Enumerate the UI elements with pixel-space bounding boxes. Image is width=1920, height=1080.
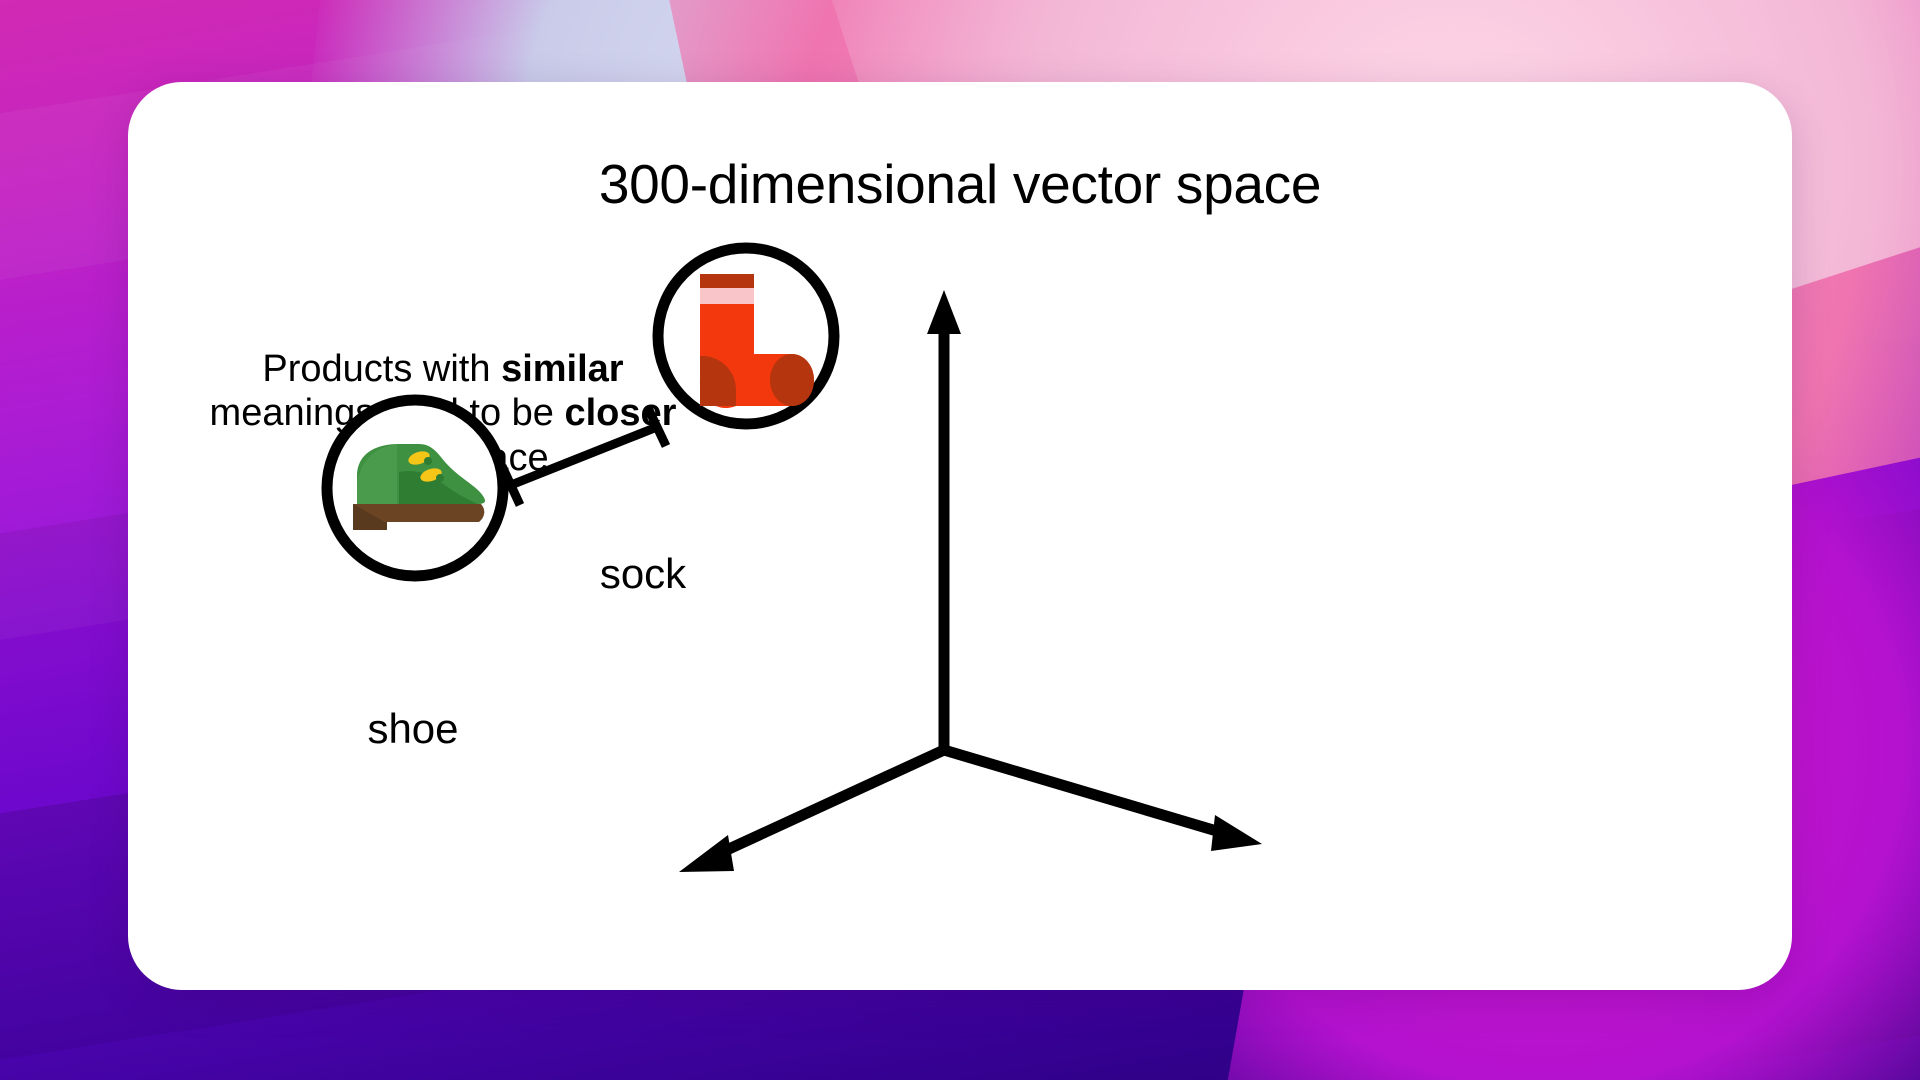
similarity-distance-connector [497,406,671,507]
vector-space-diagram [321,242,1262,872]
slide-card: 300-dimensional vector space Products wi… [128,82,1792,990]
connector-line [509,422,659,490]
slide-title: 300-dimensional vector space [598,153,1322,215]
sock-cuff-dark [700,274,754,288]
shoe-sole [353,504,485,522]
axis-left-line [715,745,947,859]
sock-heel [700,355,737,406]
shoe-vamp [399,470,477,504]
node-sock-label: sock [599,550,687,597]
3d-axes [679,290,1262,872]
node-shoe-label: shoe [367,705,459,752]
shoe-quarter-highlight [357,445,397,504]
node-shoe[interactable] [321,394,509,582]
axis-right-line [942,744,1222,838]
caption-part-1: Products with [262,348,502,390]
shoe-eyelet-hole-lower [436,474,444,482]
axis-vertical-arrowhead [927,290,961,334]
sock-cuff-light [700,288,754,304]
sock-toe [770,354,814,406]
caption-emphasis-similar: similar [501,348,624,390]
node-sock[interactable] [652,242,840,430]
shoe-icon [353,444,485,530]
sock-icon [699,274,814,409]
shoe-eyelet-hole-upper [424,457,432,465]
axis-left-arrowhead [679,835,734,872]
connector-cap-sock-side [643,406,671,448]
axis-right-arrowhead [1211,815,1262,851]
